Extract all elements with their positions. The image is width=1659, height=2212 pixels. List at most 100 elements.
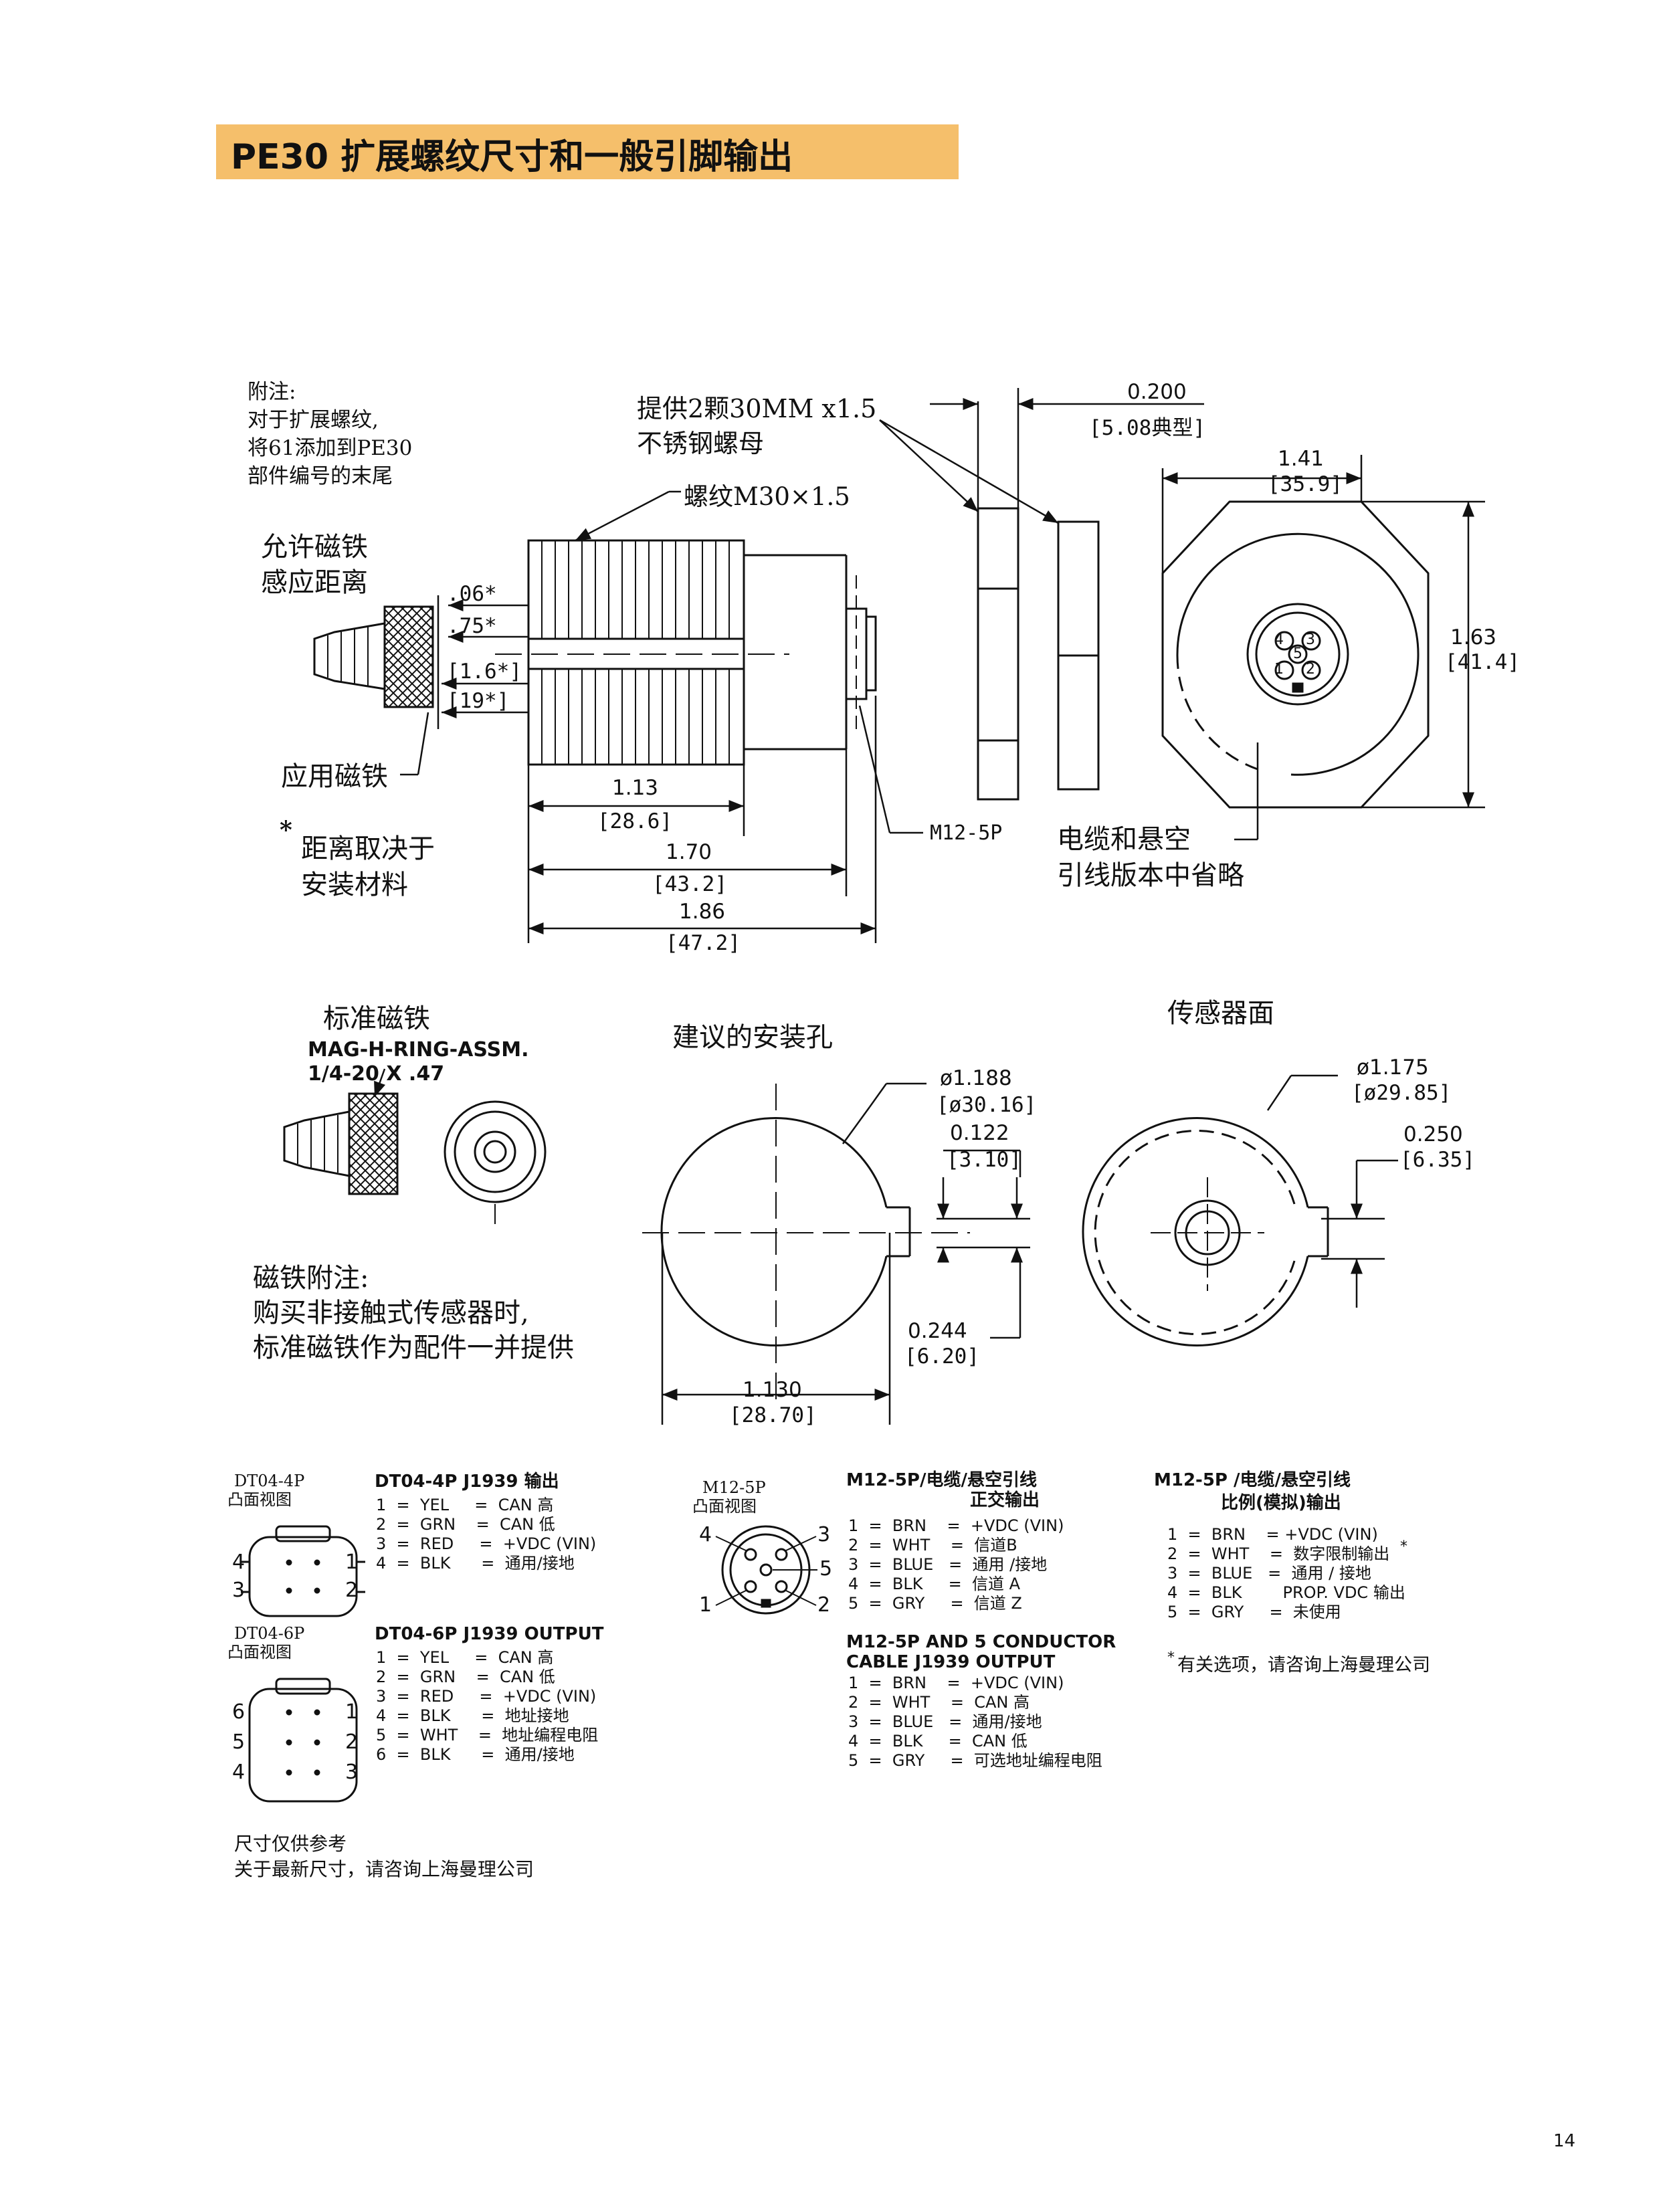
m12-5cond-title-1: M12-5P AND 5 CONDUCTOR — [846, 1632, 1116, 1652]
magnet-range-label-2: 感应距离 — [261, 567, 368, 598]
dt04-4p-row-1: 1 = YEL = CAN 高 — [376, 1496, 554, 1514]
dim-414: [41.4] — [1445, 650, 1520, 674]
applied-magnet-drawing — [313, 605, 434, 708]
magnet-notes-2: 购买非接触式传感器时, — [253, 1298, 529, 1328]
sensor-face-label: 传感器面 — [1167, 998, 1274, 1029]
sensor-face-drawing — [1082, 1074, 1398, 1346]
note-line-1: 对于扩展螺纹, — [248, 408, 379, 432]
dim-0244: 0.244 — [908, 1319, 967, 1343]
m12-5p-view: 凸面视图 — [692, 1497, 757, 1516]
magnet-range-label-1: 允许磁铁 — [261, 532, 368, 563]
dt04-4p-table-title: DT04-4P J1939 输出 — [375, 1472, 559, 1492]
dim-0122: 0.122 — [950, 1121, 1009, 1145]
nuts-label-2: 不锈钢螺母 — [637, 429, 765, 458]
dim-635: [6.35] — [1400, 1148, 1475, 1172]
dt04-4p-row-4: 4 = BLK = 通用/接地 — [376, 1554, 575, 1573]
note-line-3: 部件编号的末尾 — [248, 464, 393, 488]
dt04-6p-pin-5: 5 — [232, 1730, 246, 1754]
dt04-6p-row-1: 1 = YEL = CAN 高 — [376, 1648, 554, 1667]
m12-pin-5: 5 — [819, 1557, 833, 1581]
dim-113: 1.13 — [612, 776, 659, 800]
dt04-6p-row-5: 5 = WHT = 地址编程电阻 — [376, 1726, 599, 1744]
hex-pin-2: 2 — [1306, 661, 1315, 678]
dt04-4p-pin-3: 3 — [232, 1579, 246, 1602]
dim-19: [19*] — [447, 689, 510, 713]
dim-359: [35.9] — [1268, 472, 1343, 496]
m12-quad-row-5: 5 = GRY = 信道 Z — [848, 1594, 1022, 1613]
m12-quad-row-3: 3 = BLUE = 通用 /接地 — [848, 1555, 1048, 1574]
magnet-notes-3: 标准磁铁作为配件一并提供 — [253, 1332, 574, 1363]
dim-0250: 0.250 — [1403, 1122, 1463, 1146]
dim-1130: 1.130 — [743, 1378, 802, 1402]
dim-432: [43.2] — [652, 872, 727, 896]
m12-quad-row-2: 2 = WHT = 信道B — [848, 1536, 1017, 1554]
m12-5cond-title-2: CABLE J1939 OUTPUT — [846, 1652, 1056, 1672]
footnote-line-1: 距离取决于 — [301, 833, 435, 864]
dt04-6p-drawing — [248, 1678, 358, 1803]
m12-pin-1: 1 — [699, 1593, 712, 1617]
dt04-4p-pin-2: 2 — [345, 1579, 359, 1602]
m12-label: M12-5P — [930, 821, 1003, 845]
m12-quad-title-1: M12-5P/电缆/悬空引线 — [846, 1470, 1037, 1490]
dim-75: .75* — [447, 614, 497, 638]
dim-186: 1.86 — [679, 900, 726, 924]
m12-quad-title-2: 正交输出 — [970, 1490, 1040, 1510]
dim-2870: [28.70] — [729, 1403, 817, 1427]
dt04-6p-pin-1: 1 — [345, 1700, 359, 1724]
m12-5cond-row-2: 2 = WHT = CAN 高 — [848, 1693, 1030, 1712]
m12-prop-note: 有关选项，请咨询上海曼理公司 — [1177, 1655, 1430, 1676]
dim-141: 1.41 — [1278, 447, 1325, 471]
dt04-4p-drawing — [241, 1525, 365, 1617]
dim-16: [1.6*] — [447, 660, 522, 684]
note-line-2: 将61添加到PE30 — [248, 436, 413, 460]
dia-1188: ø1.188 — [940, 1066, 1012, 1090]
dia-1175: ø1.175 — [1357, 1055, 1429, 1080]
page-title: PE30 扩展螺纹尺寸和一般引脚输出 — [231, 137, 793, 177]
dt04-6p-row-4: 4 = BLK = 地址接地 — [376, 1706, 569, 1725]
title-bar — [216, 124, 959, 179]
hex-pin-4: 4 — [1274, 631, 1284, 648]
mounting-hole-label: 建议的安装孔 — [672, 1022, 833, 1053]
m12-prop-asterisk: * — [1400, 1538, 1407, 1555]
dt04-4p-pin-1: 1 — [345, 1550, 359, 1574]
dt04-6p-table-title: DT04-6P J1939 OUTPUT — [375, 1624, 604, 1644]
mounting-hole-drawing — [642, 1082, 1030, 1425]
dt04-6p-pin-4: 4 — [232, 1761, 246, 1784]
dt04-4p-row-2: 2 = GRN = CAN 低 — [376, 1515, 555, 1534]
m12-prop-row-1: 1 = BRN = +VDC (VIN) — [1167, 1525, 1378, 1544]
hex-pin-1: 1 — [1274, 661, 1284, 678]
footer-line-2: 关于最新尺寸，请咨询上海曼理公司 — [234, 1858, 534, 1880]
nut-drawings — [879, 388, 1204, 801]
page-number: 14 — [1553, 2131, 1576, 2151]
m12-pin-3: 3 — [817, 1523, 831, 1546]
m12-prop-row-2: 2 = WHT = 数字限制输出 — [1167, 1544, 1390, 1563]
std-magnet-label: 标准磁铁 — [323, 1003, 430, 1034]
applied-magnet-label: 应用磁铁 — [281, 761, 388, 792]
thread-label: 螺纹M30×1.5 — [684, 482, 850, 511]
dt04-4p-name: DT04-4P — [234, 1472, 305, 1490]
dt04-6p-row-2: 2 = GRN = CAN 低 — [376, 1668, 555, 1686]
magnet-notes-1: 磁铁附注: — [253, 1263, 369, 1294]
footer-line-1: 尺寸仅供参考 — [234, 1833, 347, 1855]
hex-end-view — [1161, 455, 1485, 841]
dim-508: [5.08典型] — [1089, 416, 1205, 440]
dim-0200: 0.200 — [1127, 380, 1187, 404]
dim-286: [28.6] — [597, 809, 672, 833]
dia-2985: [ø29.85] — [1351, 1081, 1452, 1105]
cable-note-1: 电缆和悬空 — [1057, 824, 1191, 855]
standard-magnet-drawing — [283, 1068, 547, 1224]
dt04-6p-pin-3: 3 — [345, 1761, 359, 1784]
m12-pin-4: 4 — [699, 1523, 712, 1546]
dt04-4p-row-3: 3 = RED = +VDC (VIN) — [376, 1534, 597, 1553]
m12-5cond-row-4: 4 = BLK = CAN 低 — [848, 1732, 1028, 1750]
sensor-side-view — [495, 539, 877, 766]
m12-prop-note-mark: * — [1167, 1649, 1175, 1666]
m12-5p-drawing — [715, 1525, 817, 1615]
dt04-6p-name: DT04-6P — [234, 1624, 305, 1643]
m12-5cond-row-5: 5 = GRY = 可选地址编程电阻 — [848, 1751, 1102, 1770]
dim-620: [6.20] — [904, 1344, 979, 1369]
m12-5cond-row-3: 3 = BLUE = 通用/接地 — [848, 1712, 1042, 1731]
dia-3016: [ø30.16] — [937, 1093, 1037, 1117]
m12-quad-row-1: 1 = BRN = +VDC (VIN) — [848, 1516, 1064, 1535]
